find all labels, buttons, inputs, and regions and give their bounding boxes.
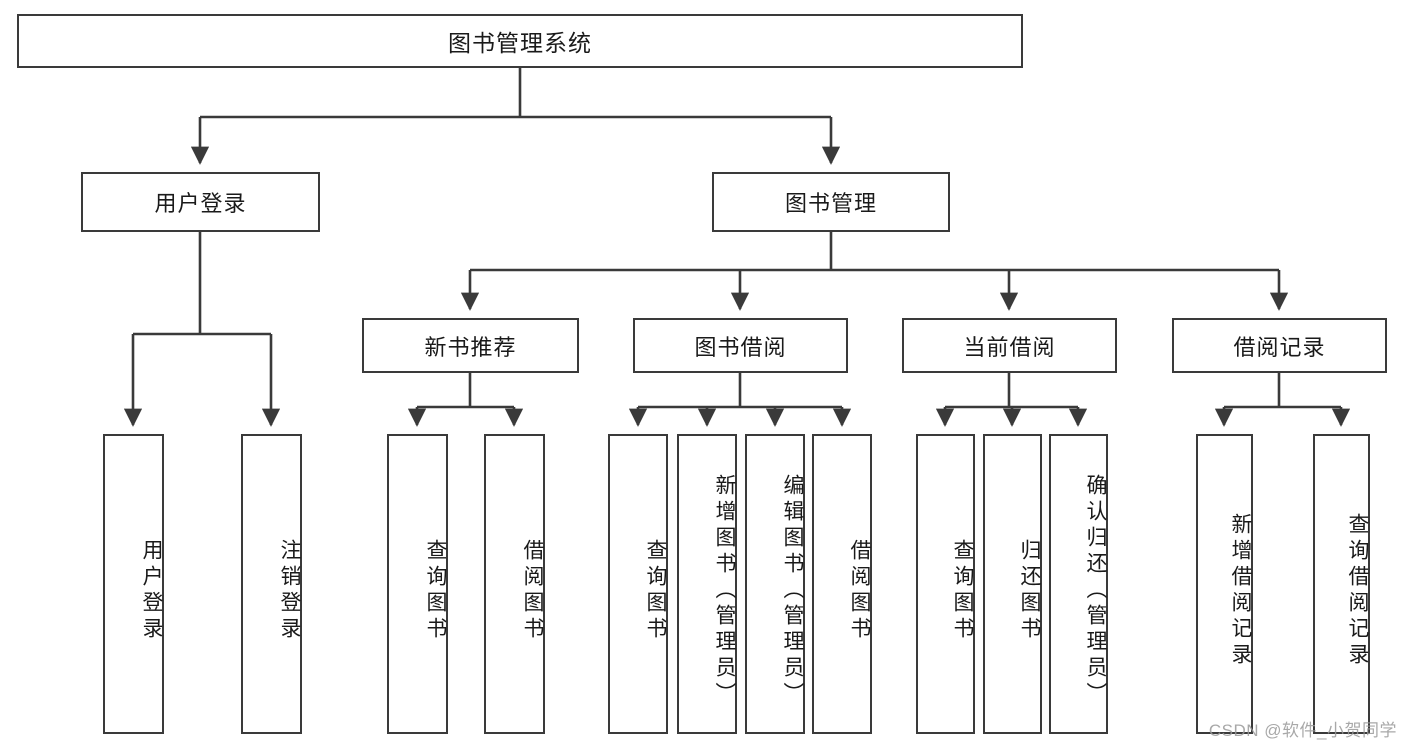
node-leaf-add-book[interactable]: 新增图书（管理员） (677, 434, 737, 734)
node-borrow-record[interactable]: 借阅记录 (1172, 318, 1387, 373)
node-leaf-borrow-book-2-label: 借阅图书 (848, 539, 871, 643)
node-user-login-label: 用户登录 (154, 191, 247, 216)
node-leaf-user-login-label: 用户登录 (140, 539, 163, 643)
node-leaf-edit-book-label: 编辑图书（管理员） (781, 474, 804, 708)
node-new-book-rec[interactable]: 新书推荐 (362, 318, 579, 373)
node-leaf-borrow-book-1-label: 借阅图书 (521, 539, 544, 643)
node-leaf-add-record[interactable]: 新增借阅记录 (1196, 434, 1253, 734)
node-book-manage[interactable]: 图书管理 (712, 172, 950, 232)
node-leaf-query-book-3-label: 查询图书 (951, 539, 974, 643)
node-new-book-rec-label: 新书推荐 (424, 334, 517, 360)
node-leaf-query-book-2-label: 查询图书 (644, 539, 667, 643)
node-current-borrow[interactable]: 当前借阅 (902, 318, 1117, 373)
node-leaf-borrow-book-1[interactable]: 借阅图书 (484, 434, 545, 734)
node-root-label: 图书管理系统 (448, 30, 592, 56)
node-leaf-return-book[interactable]: 归还图书 (983, 434, 1042, 734)
node-leaf-return-book-label: 归还图书 (1018, 539, 1041, 643)
node-book-borrow-label: 图书借阅 (694, 334, 787, 360)
node-leaf-user-login[interactable]: 用户登录 (103, 434, 164, 734)
node-borrow-record-label: 借阅记录 (1233, 334, 1326, 360)
node-leaf-confirm-return[interactable]: 确认归还（管理员） (1049, 434, 1108, 734)
node-leaf-confirm-return-label: 确认归还（管理员） (1084, 474, 1107, 708)
watermark: CSDN @软件_小贺同学 (1208, 721, 1397, 740)
node-user-login[interactable]: 用户登录 (81, 172, 320, 232)
node-current-borrow-label: 当前借阅 (963, 334, 1056, 360)
node-leaf-edit-book[interactable]: 编辑图书（管理员） (745, 434, 805, 734)
node-leaf-user-logout-label: 注销登录 (278, 539, 301, 643)
node-leaf-query-book-2[interactable]: 查询图书 (608, 434, 668, 734)
node-book-borrow[interactable]: 图书借阅 (633, 318, 848, 373)
node-leaf-borrow-book-2[interactable]: 借阅图书 (812, 434, 872, 734)
node-book-manage-label: 图书管理 (784, 191, 877, 216)
node-leaf-query-record[interactable]: 查询借阅记录 (1313, 434, 1370, 734)
node-leaf-user-logout[interactable]: 注销登录 (241, 434, 302, 734)
node-leaf-add-record-label: 新增借阅记录 (1229, 513, 1252, 669)
node-root[interactable]: 图书管理系统 (17, 14, 1023, 68)
node-leaf-query-record-label: 查询借阅记录 (1346, 513, 1369, 669)
node-leaf-query-book-1[interactable]: 查询图书 (387, 434, 448, 734)
node-leaf-query-book-3[interactable]: 查询图书 (916, 434, 975, 734)
node-leaf-add-book-label: 新增图书（管理员） (713, 474, 736, 708)
node-leaf-query-book-1-label: 查询图书 (424, 539, 447, 643)
